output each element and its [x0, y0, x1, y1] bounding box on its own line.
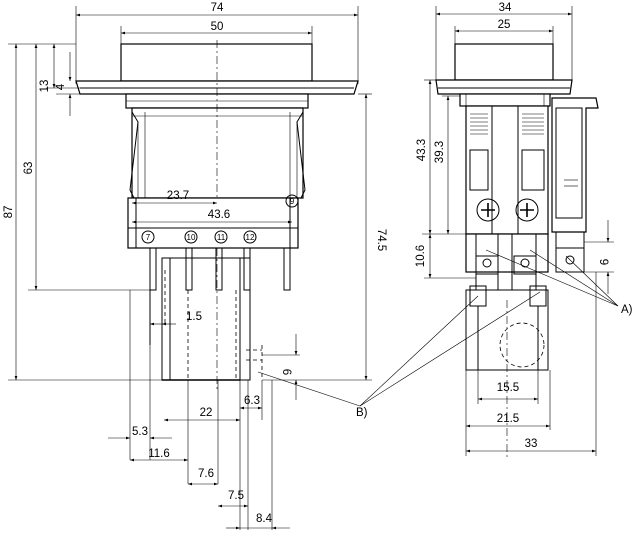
side-rocker: [454, 43, 554, 81]
side-flange: [435, 79, 573, 95]
terminal-block: [127, 197, 299, 249]
dim-6-3-label: 6.3: [244, 395, 260, 407]
svg-text:9: 9: [290, 197, 295, 206]
dim-50-label: 50: [211, 21, 224, 33]
side-latch: [551, 97, 599, 233]
dim-6-label: 6: [280, 369, 292, 375]
dim-25-label: 25: [498, 19, 511, 31]
screw-right-icon: [515, 198, 539, 222]
dim-74-label: 74: [211, 2, 224, 14]
terminal-9: [285, 194, 299, 208]
dim-74-5-label: 74.5: [375, 229, 387, 251]
rocker-button: [120, 43, 313, 82]
terminal-10: [184, 230, 198, 244]
dim-63-label: 63: [23, 162, 35, 175]
dim-34-label: 34: [499, 2, 512, 14]
dim-43-3-label: 43.3: [416, 139, 428, 161]
svg-text:11: 11: [217, 233, 226, 242]
svg-text:12: 12: [246, 233, 255, 242]
front-view: 74 50 7 10 11: [3, 2, 387, 530]
terminal-12: [243, 230, 257, 244]
dim-15-5-label: 15.5: [497, 382, 519, 394]
svg-text:7: 7: [146, 233, 151, 242]
dim-1-5-label: 1.5: [186, 311, 202, 323]
callouts: A) B): [257, 249, 633, 419]
dim-39-3-label: 39.3: [434, 141, 446, 163]
dim-21-5-label: 21.5: [497, 413, 519, 425]
side-view: 34 25: [415, 2, 614, 460]
dim-11-6-label: 11.6: [148, 448, 170, 460]
dim-5-3-label: 5.3: [132, 426, 148, 438]
terminal-7: [141, 230, 155, 244]
dim-7-5-label: 7.5: [228, 490, 244, 502]
dim-33-label: 33: [525, 438, 538, 450]
dim-22-label: 22: [200, 407, 213, 419]
dim-43-6-label: 43.6: [208, 209, 230, 221]
callout-a-label: A): [621, 304, 633, 316]
dim-8-4-label: 8.4: [256, 513, 273, 525]
dim-23-7-label: 23.7: [167, 190, 189, 202]
side-housing: [465, 105, 549, 235]
dim-13-label: 13: [39, 80, 51, 93]
switch-housing: [131, 107, 304, 199]
svg-text:10: 10: [187, 233, 196, 242]
callout-b-label: B): [356, 407, 368, 419]
dim-7-6-label: 7.6: [198, 468, 214, 480]
dim-10-6-label: 10.6: [415, 245, 427, 267]
dim-9-label: 9: [597, 259, 609, 265]
terminal-11: [214, 230, 228, 244]
dim-87-label: 87: [3, 206, 15, 219]
dim-4-label: 4: [55, 83, 67, 90]
screw-left-icon: [476, 198, 500, 222]
